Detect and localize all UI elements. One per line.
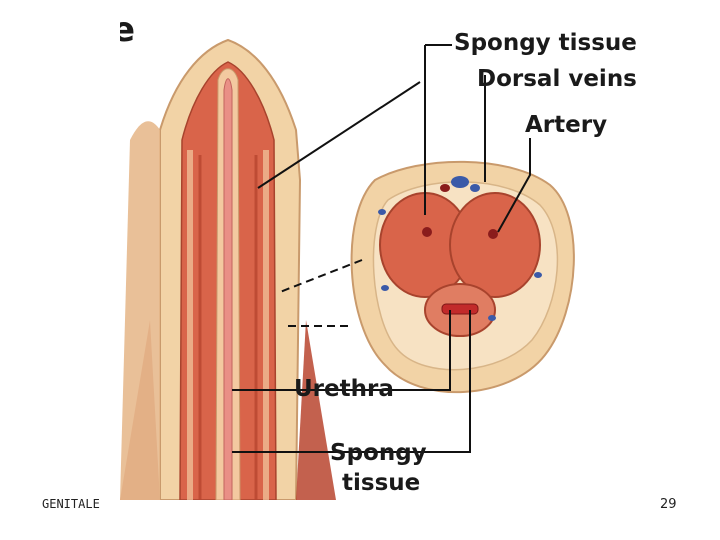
- label-urethra: Urethra: [294, 376, 394, 402]
- longitudinal-section: [120, 38, 336, 500]
- page-number: 29: [660, 497, 677, 512]
- label-spongy-tissue-bottom-line1: Spongy: [330, 440, 427, 466]
- label-spongy-tissue-bottom-line2: tissue: [342, 470, 421, 496]
- anatomy-figure: e Spongy tissue Dorsal veins Artery Uret…: [120, 20, 636, 500]
- leader-lines: [232, 44, 531, 453]
- footer-label: GENITALE: [42, 497, 100, 511]
- clipped-heading-text: e: [120, 20, 136, 50]
- anatomy-illustration: [120, 38, 575, 500]
- cross-section: [350, 160, 575, 394]
- label-dorsal-veins: Dorsal veins: [477, 66, 636, 92]
- label-artery: Artery: [525, 112, 608, 138]
- label-spongy-tissue-top: Spongy tissue: [454, 30, 636, 56]
